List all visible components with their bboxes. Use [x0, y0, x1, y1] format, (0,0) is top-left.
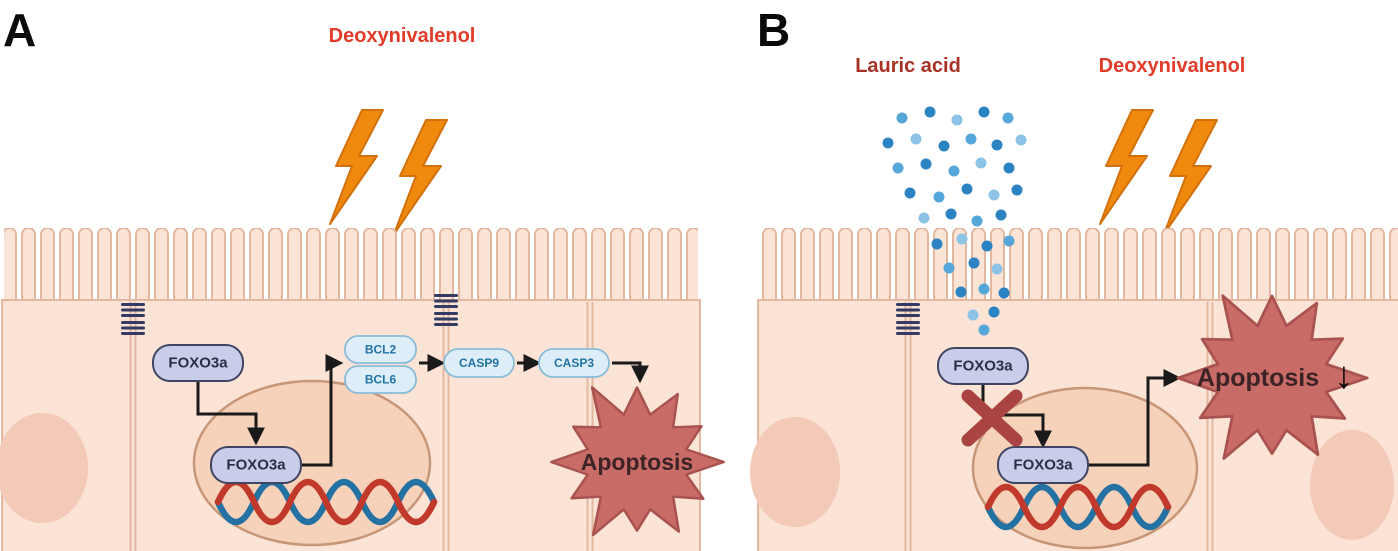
molecule-dot: [967, 309, 979, 321]
panel-a: A Deoxynivalenol: [0, 4, 725, 551]
panel-a-label: A: [3, 4, 36, 56]
molecule-dot: [955, 286, 967, 298]
casp3-label: CASP3: [554, 356, 594, 370]
molecule-dot: [1003, 162, 1015, 174]
foxo3a-pill-nucleus: FOXO3a: [210, 446, 302, 484]
apoptosis-decrease-arrow-icon: ↓: [1335, 355, 1354, 397]
arrow-foxo3a-translocation: [196, 381, 265, 446]
foxo3a-label: FOXO3a: [1013, 457, 1073, 474]
molecule-dot: [938, 140, 950, 152]
molecule-dot: [924, 106, 936, 118]
molecule-dot: [975, 157, 987, 169]
molecule-dot: [904, 187, 916, 199]
dna-helix-icon: [984, 483, 1172, 531]
molecule-dot: [918, 212, 930, 224]
foxo3a-label: FOXO3a: [226, 457, 286, 474]
molecule-dot: [965, 133, 977, 145]
tight-junction-icon: [434, 294, 458, 326]
molecule-dot: [978, 324, 990, 336]
molecule-dot: [995, 209, 1007, 221]
molecule-dot: [892, 162, 904, 174]
bcl2-label: BCL2: [365, 343, 397, 357]
apoptosis-star-icon: Apoptosis: [550, 386, 725, 537]
lightning-bolt-icon: [1099, 109, 1154, 225]
molecule-dot: [981, 240, 993, 252]
molecule-dot: [1002, 112, 1014, 124]
molecule-dot: [933, 191, 945, 203]
apoptosis-label: Apoptosis: [1197, 364, 1319, 392]
lauric-acid-molecules: [882, 106, 1027, 336]
molecule-dot: [998, 287, 1010, 299]
bcl6-label: BCL6: [365, 373, 397, 387]
tight-junction-icon: [896, 303, 920, 335]
foxo3a-label: FOXO3a: [953, 358, 1013, 375]
molecule-dot: [931, 238, 943, 250]
molecule-dot: [1015, 134, 1027, 146]
molecule-dot: [1011, 184, 1023, 196]
molecule-dot: [896, 112, 908, 124]
molecule-dot: [956, 233, 968, 245]
dna-helix-icon: [214, 478, 438, 526]
apoptosis-star-icon: Apoptosis ↓: [1176, 294, 1369, 460]
molecule-dot: [968, 257, 980, 269]
bcl2-box: BCL2: [344, 335, 417, 364]
molecule-dot: [978, 283, 990, 295]
arrow-casp3-to-apoptosis: [612, 361, 649, 384]
casp3-box: CASP3: [538, 348, 610, 378]
molecule-dot: [988, 189, 1000, 201]
basal-nucleus: [0, 413, 88, 523]
arrow-foxo3a-to-bcl: [301, 354, 344, 467]
bcl6-box: BCL6: [344, 365, 417, 394]
foxo3a-pill-cytoplasm: FOXO3a: [937, 347, 1029, 385]
microvilli: [762, 228, 1398, 302]
molecule-dot: [882, 137, 894, 149]
panel-b-label: B: [757, 4, 790, 56]
tight-junction-icon: [121, 303, 145, 335]
molecule-dot: [1003, 235, 1015, 247]
lightning-bolt-icon: [329, 109, 384, 225]
molecule-dot: [971, 215, 983, 227]
panel-a-stressor-label: Deoxynivalenol: [329, 25, 476, 47]
basal-nucleus: [750, 417, 840, 527]
foxo3a-pill-nucleus: FOXO3a: [997, 446, 1089, 484]
molecule-dot: [991, 263, 1003, 275]
apoptosis-label: Apoptosis: [581, 449, 693, 475]
lightning-bolt-icon: [1163, 119, 1218, 235]
molecule-dot: [910, 133, 922, 145]
molecule-dot: [961, 183, 973, 195]
casp9-box: CASP9: [443, 348, 515, 378]
molecule-dot: [988, 306, 1000, 318]
arrow-foxo3a-to-apoptosis: [1088, 369, 1182, 467]
foxo3a-label: FOXO3a: [168, 355, 228, 372]
panel-b-treatment-label: Lauric acid: [855, 55, 961, 77]
molecule-dot: [948, 165, 960, 177]
lightning-bolt-icon: [393, 119, 448, 235]
arrow-foxo3a-translocation-blocked: [981, 384, 1052, 449]
basal-nucleus: [1310, 430, 1394, 540]
casp9-label: CASP9: [459, 356, 499, 370]
molecule-dot: [920, 158, 932, 170]
inhibition-x-icon: [961, 389, 1023, 447]
molecule-dot: [943, 262, 955, 274]
molecule-dot: [991, 139, 1003, 151]
molecule-dot: [951, 114, 963, 126]
microvilli: [4, 228, 698, 302]
foxo3a-pill-cytoplasm: FOXO3a: [152, 344, 244, 382]
molecule-dot: [978, 106, 990, 118]
panel-b-stressor-label: Deoxynivalenol: [1099, 55, 1246, 77]
molecule-dot: [945, 208, 957, 220]
panel-b: B Lauric acid Deoxynivalenol: [750, 4, 1398, 551]
